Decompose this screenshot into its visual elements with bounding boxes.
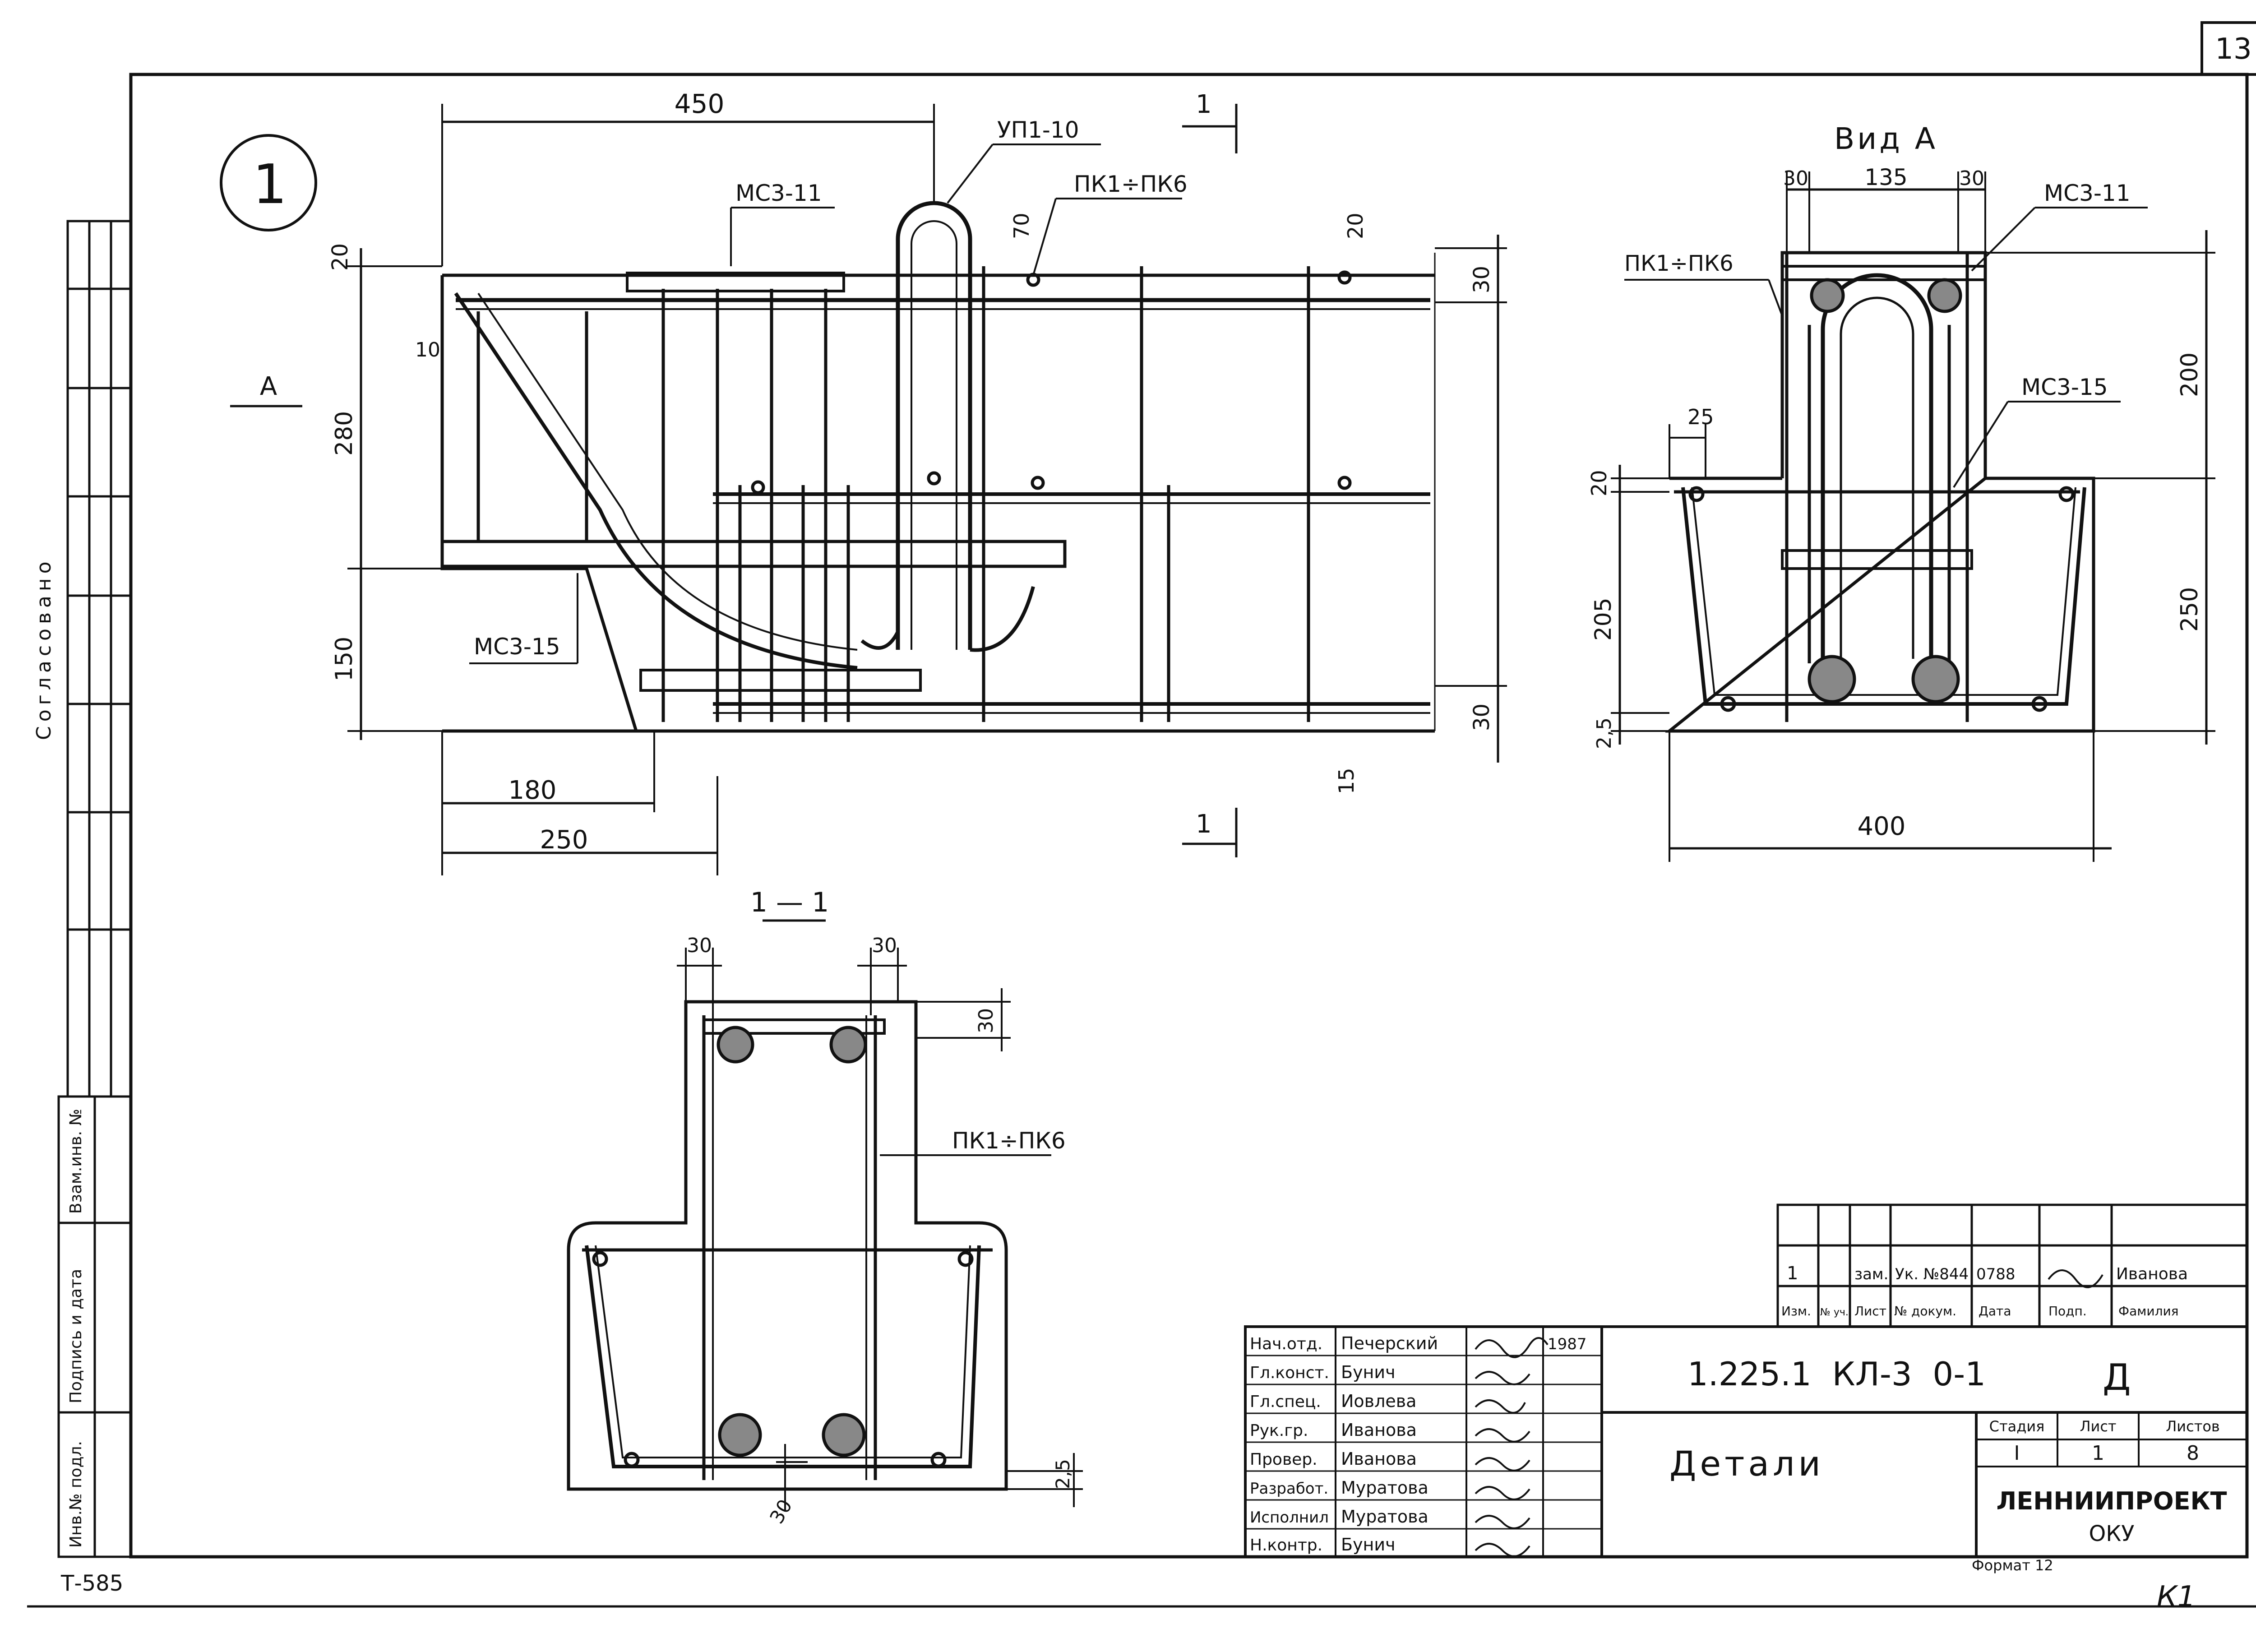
stage-value: I	[2014, 1442, 2020, 1465]
dim-20-top: 20	[1343, 213, 1368, 239]
rev-hdr-list: Лист	[1854, 1304, 1886, 1319]
va-dim-205: 205	[1590, 598, 1616, 641]
org-sub: ОКУ	[2089, 1521, 2134, 1546]
doc-title: Детали	[1669, 1444, 1824, 1484]
role-5: Разработ.	[1250, 1480, 1328, 1498]
sheets-value: 8	[2187, 1442, 2199, 1465]
va-dim-250: 250	[2176, 587, 2203, 632]
label-ms3-11-main: МС3-11	[735, 180, 822, 206]
va-label-pk: ПК1÷ПК6	[1624, 251, 1734, 276]
va-dim-30-left: 30	[1783, 167, 1808, 190]
rev-hdr-name: Фамилия	[2118, 1304, 2179, 1319]
sec-dim-30-bottom: 30	[765, 1495, 796, 1527]
sheet-head: Лист	[2080, 1418, 2116, 1435]
dim-15: 15	[1334, 768, 1359, 794]
name-2: Иовлева	[1341, 1391, 1416, 1411]
dim-20-left: 20	[328, 243, 353, 271]
sec-dim-30-vert: 30	[975, 1008, 998, 1033]
sheets-head: Листов	[2166, 1418, 2220, 1435]
doc-code: 1.225.1 КЛ-3 0-1	[1687, 1355, 1986, 1393]
org-name: ЛЕННИИПРОЕКТ	[1996, 1487, 2227, 1515]
role-7: Н.контр.	[1250, 1536, 1322, 1555]
name-0: Печерский	[1341, 1333, 1438, 1353]
date-0: 1987	[1548, 1335, 1587, 1353]
role-2: Гл.спец.	[1250, 1393, 1321, 1411]
detail-marker-circle	[220, 134, 317, 231]
role-4: Провер.	[1250, 1450, 1318, 1469]
title-block	[1244, 1325, 2248, 1558]
rev-hdr-uch: № уч.	[1820, 1307, 1849, 1318]
va-dim-135: 135	[1864, 164, 1907, 190]
rev-action: зам.	[1854, 1265, 1888, 1283]
va-dim-30-right: 30	[1959, 167, 1984, 190]
stage-head: Стадия	[1989, 1418, 2045, 1435]
rev-name: Иванова	[2116, 1265, 2188, 1283]
people-list: Нач.отд. Печерский 1987 Гл.конст. Бунич …	[1250, 1333, 1587, 1555]
rev-hdr-izm: Изм.	[1781, 1304, 1811, 1319]
section-marker-top: 1	[1196, 90, 1212, 119]
name-4: Иванова	[1341, 1449, 1417, 1469]
section-1-1: 1 — 1 30 30 30 2,5 30 ПК1÷ПК6	[567, 887, 1083, 1527]
sec-label-pk: ПК1÷ПК6	[952, 1128, 1066, 1154]
label-up1-10: УП1-10	[997, 117, 1079, 143]
rev-hdr-doc: № докум.	[1894, 1304, 1956, 1319]
role-1: Гл.конст.	[1250, 1364, 1329, 1382]
sec-dim-30-left: 30	[687, 934, 712, 957]
format-note: Формат 12	[1972, 1557, 2053, 1574]
doc-letter: Д	[2103, 1356, 2131, 1398]
sec-dim-30-right: 30	[872, 934, 897, 957]
va-dim-20: 20	[1587, 470, 1611, 496]
va-dim-200: 200	[2176, 352, 2203, 397]
revision-row: 1 зам. Ук. №844 0788 Иванова Изм. № уч. …	[1781, 1263, 2188, 1319]
dim-30-bottom: 30	[1469, 703, 1494, 731]
va-label-ms3-15: МС3-15	[2021, 374, 2108, 400]
dim-70: 70	[1009, 213, 1034, 239]
va-dim-400: 400	[1858, 812, 1906, 841]
inv-vzam-label: Взам.инв. №	[67, 1109, 85, 1214]
view-a-title: Вид А	[1834, 121, 1938, 156]
va-label-ms3-11: МС3-11	[2044, 180, 2131, 206]
va-dim-25: 25	[1687, 405, 1714, 429]
bottom-right-mark: К1	[2157, 1580, 2196, 1614]
inv-podl-label: Инв.№ подл.	[67, 1441, 85, 1548]
dim-450: 450	[675, 88, 725, 119]
role-0: Нач.отд.	[1250, 1335, 1322, 1353]
name-7: Бунич	[1341, 1535, 1396, 1555]
dim-280: 280	[331, 411, 358, 456]
name-3: Иванова	[1341, 1420, 1417, 1440]
role-6: Исполнил	[1250, 1509, 1329, 1527]
dim-180: 180	[509, 776, 557, 805]
sec-dim-2-5: 2,5	[1052, 1459, 1074, 1489]
rev-date: 0788	[1976, 1265, 2016, 1283]
dim-150: 150	[331, 637, 358, 681]
detail-marker-number: 1	[253, 153, 287, 216]
name-5: Муратова	[1341, 1478, 1428, 1498]
sign-date-label: Подпись и дата	[67, 1269, 85, 1403]
bottom-left-code: Т-585	[60, 1571, 123, 1596]
sheet-number: 13	[2215, 32, 2251, 66]
label-pk-main: ПК1÷ПК6	[1074, 171, 1188, 197]
va-dim-2-5: 2,5	[1593, 717, 1616, 749]
rev-hdr-sign: Подп.	[2048, 1304, 2087, 1319]
name-1: Бунич	[1341, 1362, 1396, 1382]
dim-10: 10	[415, 338, 440, 361]
name-6: Муратова	[1341, 1507, 1428, 1527]
dim-30-top: 30	[1469, 266, 1494, 293]
view-a: Вид А 30 135 30 25 20 205 2,5 200 250 40…	[1587, 121, 2215, 862]
rev-hdr-date: Дата	[1979, 1304, 2011, 1319]
role-3: Рук.гр.	[1250, 1421, 1308, 1440]
left-approval-strip	[57, 220, 132, 1558]
rev-num: 1	[1787, 1263, 1798, 1284]
sheet-value: 1	[2092, 1442, 2104, 1465]
section-marker-bottom: 1	[1196, 810, 1212, 839]
signatures	[1475, 1269, 2103, 1557]
section-title: 1 — 1	[750, 887, 829, 918]
label-ms3-15-main: МС3-15	[474, 634, 560, 660]
view-a-marker: А	[260, 372, 277, 401]
dim-250: 250	[540, 825, 588, 855]
main-view: 450 20 280 150 10 70 20 30 30 15 180 250…	[230, 88, 1507, 875]
rev-doc: Ук. №844	[1895, 1265, 1969, 1283]
approved-label: Согласовано	[32, 557, 55, 740]
